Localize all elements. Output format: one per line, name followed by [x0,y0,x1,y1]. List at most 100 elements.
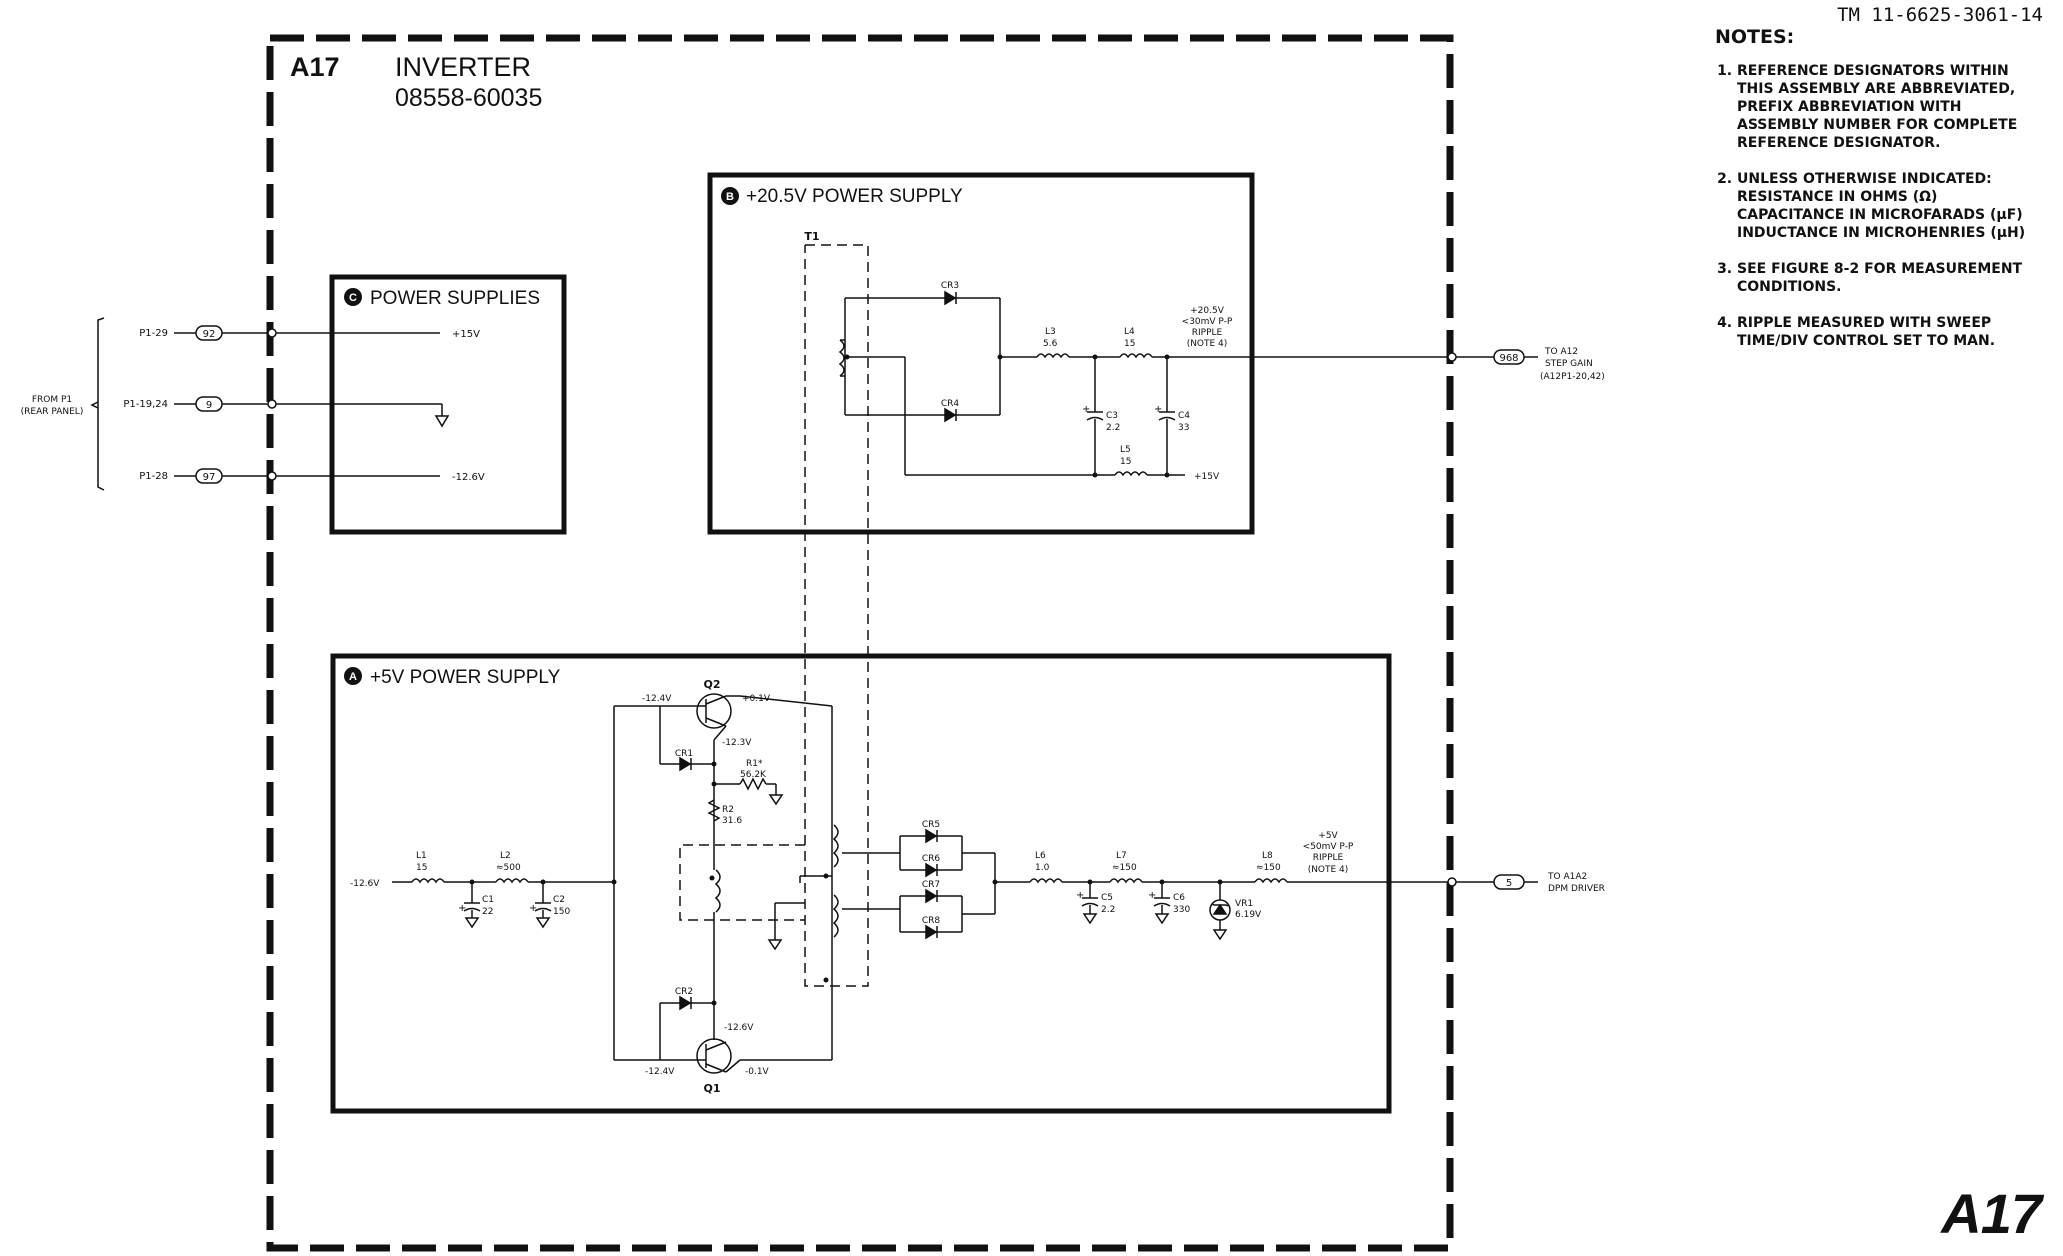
c2-ref: C2 [553,895,565,905]
assembly-id: A17 [290,52,340,82]
rear-panel: (REAR PANEL) [21,407,84,417]
q2-label: Q2 [703,678,720,691]
c6-ref: C6 [1173,893,1185,903]
diode-cr6 [925,862,938,878]
c3-ref: C3 [1106,411,1118,421]
notes-list: REFERENCE DESIGNATORS WITHIN THIS ASSEMB… [1715,62,2040,350]
ground-symbol [434,415,450,428]
l6-value: 1.0 [1035,863,1050,873]
assembly-border [266,34,1454,1252]
diode-cr4 [944,407,957,423]
section-c-badge [344,288,362,306]
transistor-q1 [696,1038,732,1074]
pin-label: P1-29 [139,328,168,339]
input-bracket-tip [90,401,99,409]
l5-ref: L5 [1120,445,1131,455]
b-dest-1: TO A12 [1544,347,1578,357]
diode-cr8 [925,924,938,940]
b-15v-label: +15V [1194,472,1220,482]
section-a-box [330,653,1392,1114]
c2-value: 150 [553,907,570,917]
q2-v-emitter: +0.1V [742,694,771,704]
q1-label: Q1 [703,1082,720,1095]
c1-ref: C1 [482,895,494,905]
notes-block: NOTES: REFERENCE DESIGNATORS WITHIN THIS… [1715,28,2040,368]
input-row-p1-28: P1-28 97 -12.6V [139,468,485,484]
diode-cr3 [944,290,957,306]
from-p1: FROM P1 [32,395,72,405]
assembly-name: INVERTER [395,52,531,82]
input-row-p1-29: P1-29 92 +15V [139,325,480,341]
svg-text:+: + [1154,404,1162,415]
b-out-voltage: +20.5V [1190,306,1225,316]
cr6-label: CR6 [922,854,941,864]
inductor-l7 [1109,878,1143,884]
diode-cr1 [679,756,692,772]
diode-cr5 [925,828,938,844]
section-a-letter: A [349,671,357,683]
vr1-value: 6.19V [1235,910,1262,920]
q2-v-collector: -12.4V [642,694,672,704]
b-dest-3: (A12P1-20,42) [1540,372,1605,382]
section-a-badge [344,667,362,685]
svg-text:+: + [529,903,537,914]
c4-value: 33 [1178,423,1189,433]
l1-ref: L1 [416,851,427,861]
c5-value: 2.2 [1101,905,1115,915]
r2-ref: R2 [722,805,734,815]
inductor-l6 [1029,878,1063,884]
q2-v-base: -12.3V [722,738,752,748]
tm-number: TM 11-6625-3061-14 [1837,4,2043,26]
cr3-label: CR3 [941,281,959,291]
pin-label: P1-28 [139,471,168,482]
wire-number: 97 [203,472,216,483]
a-in-voltage: -12.6V [350,879,380,889]
part-number: 08558-60035 [395,84,542,112]
b-out-note: (NOTE 4) [1187,339,1228,349]
l8-value: ≈150 [1256,863,1281,873]
svg-text:+: + [1076,890,1084,901]
section-c-letter: C [349,292,357,304]
supply-a-circuit: -12.6V L1 15 L2 ≈500 + C1 22 + C2 150 [350,678,1605,1095]
l3-value: 5.6 [1043,339,1058,349]
r1-value: 56.2K [740,770,767,780]
supply-b-circuit: CR3 CR4 L3 5.6 L4 15 + C3 2.2 + C4 33 [840,281,1605,482]
l3-ref: L3 [1045,327,1056,337]
l5-value: 15 [1120,457,1131,467]
transistor-q2 [696,693,732,729]
input-row-p1-19-24: P1-19,24 9 [123,396,450,428]
l8-ref: L8 [1262,851,1273,861]
wire-5: 5 [1506,878,1512,889]
l2-value: ≈500 [496,863,521,873]
a-dest-2: DPM DRIVER [1548,884,1605,894]
voltage-label: +15V [452,329,480,340]
l4-ref: L4 [1124,327,1135,337]
cr8-label: CR8 [922,916,941,926]
q1-v-base: -12.6V [724,1023,754,1033]
a-out-note: (NOTE 4) [1308,865,1349,875]
voltage-label: -12.6V [452,472,485,483]
note-3: SEE FIGURE 8-2 FOR MEASUREMENT CONDITION… [1737,260,2040,296]
cr2-label: CR2 [675,987,693,997]
vr1-ref: VR1 [1235,899,1253,909]
note-1: REFERENCE DESIGNATORS WITHIN THIS ASSEMB… [1737,62,2040,152]
svg-text:+: + [1082,404,1090,415]
note-2: UNLESS OTHERWISE INDICATED: RESISTANCE I… [1737,170,2040,242]
b-dest-2: STEP GAIN [1545,359,1593,369]
l7-ref: L7 [1116,851,1127,861]
notes-title: NOTES: [1715,26,1795,48]
l7-value: ≈150 [1112,863,1137,873]
c6-value: 330 [1173,905,1190,915]
cr1-label: CR1 [675,749,693,759]
wire-number: 92 [203,329,216,340]
wire-number: 9 [206,400,212,411]
t1-label: T1 [804,230,819,243]
resistor-r2 [707,799,721,822]
cr5-label: CR5 [922,820,940,830]
r1-ref: R1* [746,759,763,769]
resistor-r1 [739,777,767,791]
wire-968: 968 [1499,353,1518,364]
transformer-t1: T1 [679,230,869,987]
q1-v-collector: -12.4V [645,1067,675,1077]
l2-ref: L2 [500,851,511,861]
